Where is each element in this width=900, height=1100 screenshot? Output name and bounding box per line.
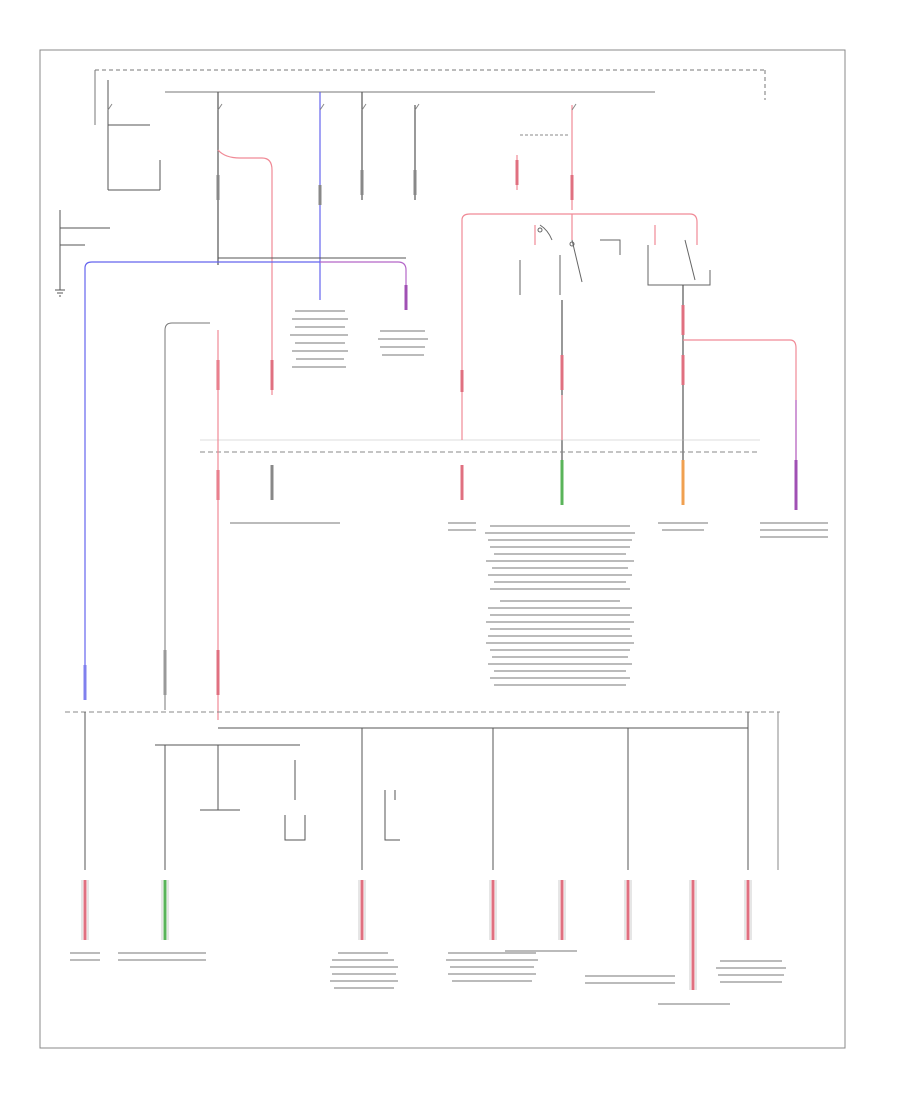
text-block-bottom <box>70 950 786 1005</box>
relay-wires-down <box>561 285 684 500</box>
wire-black-left-drop <box>164 322 210 331</box>
relay-switches <box>519 224 711 295</box>
fuse-wires-top <box>217 92 573 300</box>
wire-red-to-violet <box>683 339 797 500</box>
text-block-center <box>290 310 428 368</box>
wire-red-relay-2 <box>534 214 656 245</box>
connectors-top <box>216 160 574 205</box>
connectors-lower-outline <box>81 880 752 990</box>
wire-red-relay <box>461 213 698 395</box>
wire-red-left <box>217 149 273 395</box>
connectors-lower <box>83 650 750 990</box>
top-fuse-box <box>94 69 766 125</box>
diagram-frame <box>39 49 846 1049</box>
wire-blue-main <box>84 261 320 700</box>
fuse-marks-top <box>107 103 577 136</box>
wire-violet-top <box>320 261 407 310</box>
battery-ground <box>55 210 110 297</box>
fuse-group-left <box>107 80 161 191</box>
text-block-load-list <box>230 522 828 686</box>
bus-lower-drops <box>84 712 779 870</box>
